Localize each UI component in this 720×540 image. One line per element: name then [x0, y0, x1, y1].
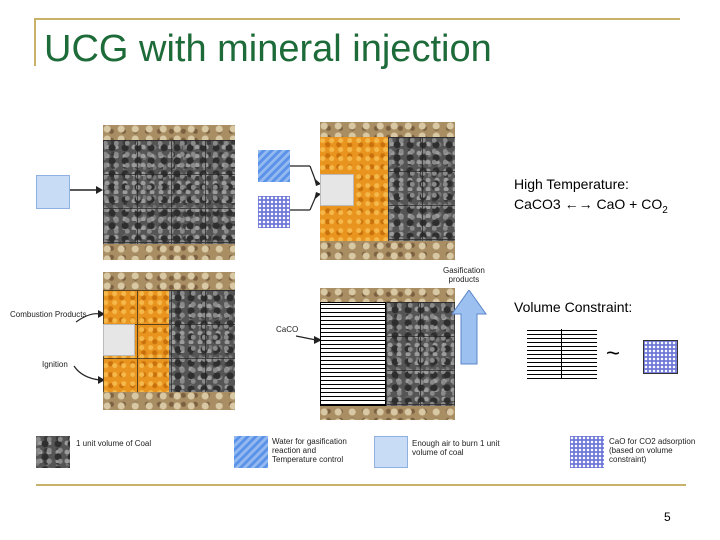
water-block: [258, 150, 290, 182]
legend-cao-swatch: [570, 436, 604, 468]
cavity-block-2: [320, 174, 354, 206]
equation-line: CaCO3 ←→ CaO + CO2: [514, 196, 668, 216]
combustion-products-label: Combustion Products: [10, 310, 87, 319]
legend-coal-text: 1 unit volume of Coal: [76, 439, 152, 448]
slide-title: UCG with mineral injection: [44, 28, 492, 70]
seam-panel-3: [103, 272, 235, 410]
legend-water-text: Water for gasification reaction and Temp…: [272, 437, 347, 465]
legend-coal-swatch: [36, 436, 70, 468]
burn-zone-2: [320, 137, 388, 241]
volume-constraint-heading: Volume Constraint:: [514, 299, 633, 315]
volume-approx-symbol: ~: [606, 340, 621, 367]
arrows-combustion-ignition: [73, 310, 105, 384]
coal-grid-1: [103, 140, 235, 244]
gasification-up-arrow: [451, 290, 487, 365]
equation-reactant: CaCO3: [514, 196, 561, 212]
coal-grid-4: [386, 302, 455, 406]
cao-block: [258, 196, 290, 228]
arrows-water-cao-to-seam: [290, 165, 321, 211]
page-number: 5: [664, 510, 671, 524]
caco3-label: CaCO: [276, 325, 299, 334]
arrow-caco3: [296, 335, 322, 344]
title-frame-top-line: [34, 18, 680, 20]
title-frame-left-line: [34, 18, 36, 66]
ignition-label: Ignition: [42, 360, 68, 369]
legend-air-text: Enough air to burn 1 unit volume of coal: [412, 439, 500, 458]
volume-caco3-block: [527, 329, 597, 379]
air-block: [36, 175, 70, 209]
volume-cao-block: [643, 340, 678, 374]
seam-panel-4: [320, 288, 455, 420]
legend-air-swatch: [374, 436, 408, 468]
footer-line: [36, 484, 686, 486]
seam-panel-2: [320, 122, 455, 260]
legend-water-swatch: [234, 436, 268, 468]
legend-cao-text: CaO for CO2 adsorption (based on volume …: [609, 437, 696, 465]
cavity-block-3: [103, 324, 135, 356]
gasification-products-label: Gasification products: [443, 266, 485, 285]
volume-caco3-divider: [561, 329, 562, 379]
coal-grid-2: [388, 137, 455, 241]
equation-arrow: ←→: [564, 196, 593, 212]
arrow-air-to-seam: [70, 186, 103, 194]
equation-heading: High Temperature:: [514, 176, 629, 192]
equation-subscript: 2: [662, 204, 668, 216]
equation-products: CaO + CO: [596, 196, 663, 212]
caco3-zone-4: [320, 302, 386, 406]
seam-panel-1: [103, 125, 235, 260]
